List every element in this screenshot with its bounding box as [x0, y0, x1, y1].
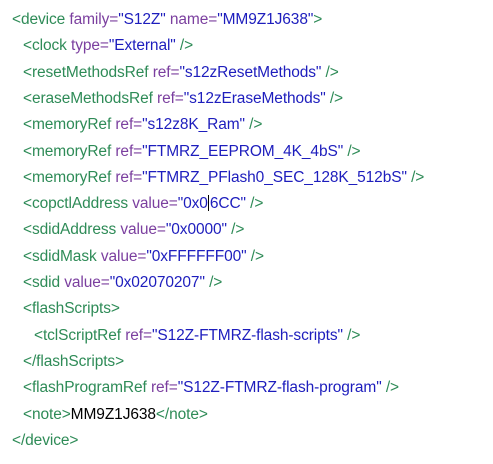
xml-tag-token: <copctlAddress: [23, 195, 129, 213]
xml-attribute-token: ref=: [146, 379, 178, 397]
xml-attribute-token: ref=: [111, 168, 143, 186]
xml-tag-token: <memoryRef: [23, 116, 112, 134]
code-line[interactable]: <sdid value="0x02070207" />: [23, 271, 222, 295]
code-line[interactable]: <flashScripts>: [23, 297, 120, 321]
code-line[interactable]: <memoryRef ref="s12z8K_Ram" />: [23, 113, 262, 137]
xml-attribute-token: ref=: [111, 142, 143, 160]
xml-text-token: MM9Z1J638: [70, 405, 156, 423]
xml-tag-token: <memoryRef: [23, 142, 112, 160]
xml-tag-token: <sdidMask: [23, 247, 97, 265]
code-line[interactable]: <sdidAddress value="0x0000" />: [23, 218, 244, 242]
xml-attribute-token: ref=: [148, 63, 180, 81]
xml-tag-token: >: [313, 11, 323, 28]
xml-value-token: "0x0: [177, 195, 208, 213]
xml-value-token: "S12Z-FTMRZ-flash-program": [177, 379, 382, 397]
xml-tag-token: <sdidAddress: [23, 221, 117, 239]
xml-attribute-token: ref=: [121, 326, 152, 344]
xml-tag-token: <flashScripts>: [23, 300, 120, 318]
code-line[interactable]: <memoryRef ref="FTMRZ_PFlash0_SEC_128K_5…: [23, 166, 424, 190]
xml-attribute-token: ref=: [111, 116, 143, 134]
xml-value-token: "S12Z-FTMRZ-flash-scripts": [151, 326, 343, 344]
xml-attribute-token: value=: [128, 195, 178, 213]
xml-value-token: "s12zResetMethods": [179, 63, 322, 81]
xml-tag-token: <device: [12, 11, 66, 28]
xml-tag-token: />: [321, 63, 339, 81]
xml-tag-token: <note>: [23, 405, 71, 423]
xml-tag-token: />: [246, 247, 264, 265]
xml-tag-token: />: [204, 274, 223, 291]
xml-tag-token: </flashScripts>: [23, 352, 125, 370]
xml-tag-token: />: [406, 168, 425, 186]
xml-tag-token: <memoryRef: [23, 168, 112, 186]
xml-attribute-token: family=: [65, 11, 119, 28]
xml-value-token: "S12Z": [118, 11, 166, 28]
xml-value-token: "External": [108, 37, 176, 55]
xml-value-token: "s12zEraseMethods": [183, 89, 326, 107]
xml-tag-token: />: [244, 116, 263, 134]
code-line[interactable]: <tclScriptRef ref="S12Z-FTMRZ-flash-scri…: [34, 324, 360, 348]
xml-tag-token: />: [175, 37, 194, 55]
xml-tag-token: />: [245, 195, 264, 213]
code-line[interactable]: <memoryRef ref="FTMRZ_EEPROM_4K_4bS" />: [23, 140, 361, 164]
xml-tag-token: />: [325, 89, 344, 107]
xml-value-token: "s12z8K_Ram": [142, 116, 245, 134]
xml-tag-token: />: [381, 379, 399, 397]
xml-tag-token: />: [342, 326, 361, 344]
xml-value-token: "0xFFFFFF00": [146, 247, 247, 265]
code-line[interactable]: </device>: [12, 429, 78, 453]
xml-value-token: "FTMRZ_PFlash0_SEC_128K_512bS": [142, 168, 407, 186]
text-caret: [208, 195, 210, 212]
code-line[interactable]: </flashScripts>: [23, 350, 124, 374]
xml-value-token: "0x02070207": [109, 274, 205, 291]
xml-tag-token: />: [226, 221, 245, 239]
xml-tag-token: </note>: [155, 405, 208, 423]
code-line[interactable]: <clock type="External" />: [23, 34, 193, 58]
xml-tag-token: <resetMethodsRef: [23, 63, 149, 81]
xml-value-token: 6CC": [209, 195, 246, 213]
code-line[interactable]: <device family="S12Z" name="MM9Z1J638">: [12, 8, 322, 32]
xml-tag-token: <sdid: [23, 274, 60, 291]
xml-tag-token: </device>: [12, 431, 79, 449]
code-line[interactable]: <note>MM9Z1J638</note>: [23, 403, 208, 427]
xml-attribute-token: ref=: [152, 89, 184, 107]
xml-tag-token: <tclScriptRef: [34, 326, 121, 344]
xml-tag-token: <clock: [23, 37, 67, 55]
xml-attribute-token: value=: [96, 247, 147, 265]
xml-attribute-token: value=: [116, 221, 166, 239]
xml-value-token: "MM9Z1J638": [217, 11, 314, 28]
xml-attribute-token: name=: [165, 11, 218, 28]
xml-tag-token: <eraseMethodsRef: [23, 89, 153, 107]
xml-attribute-token: type=: [66, 37, 109, 55]
code-line[interactable]: <flashProgramRef ref="S12Z-FTMRZ-flash-p…: [23, 376, 399, 400]
code-line[interactable]: <resetMethodsRef ref="s12zResetMethods" …: [23, 61, 339, 85]
xml-value-token: "0x0000": [165, 221, 227, 239]
xml-value-token: "FTMRZ_EEPROM_4K_4bS": [142, 142, 344, 160]
code-line[interactable]: <eraseMethodsRef ref="s12zEraseMethods" …: [23, 87, 343, 111]
xml-tag-token: <flashProgramRef: [23, 379, 147, 397]
code-line[interactable]: <sdidMask value="0xFFFFFF00" />: [23, 245, 264, 269]
xml-attribute-token: value=: [60, 274, 110, 291]
xml-tag-token: />: [343, 142, 361, 160]
